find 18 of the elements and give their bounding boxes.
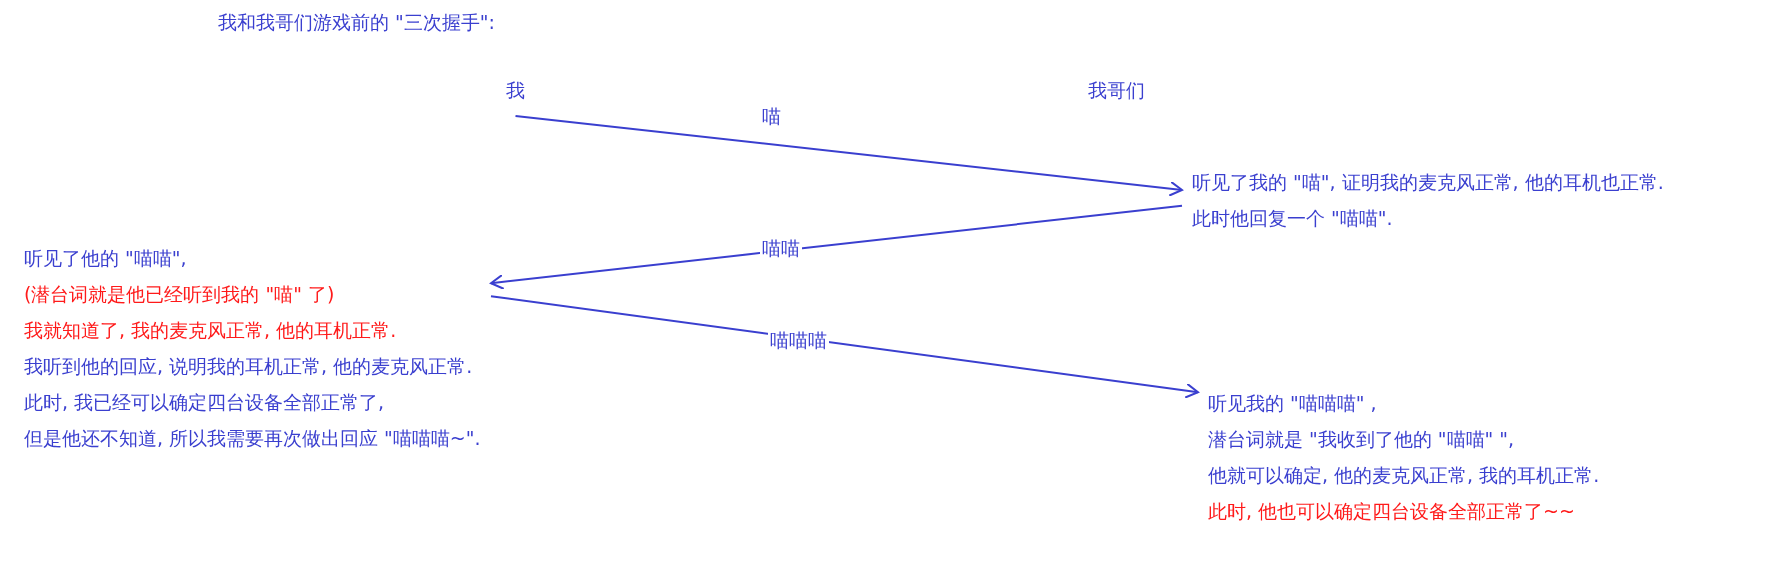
arrow — [514, 115, 1183, 197]
note-text: 听见我的 "喵喵喵" , — [1208, 391, 1378, 416]
note-text: 此时他回复一个 "喵喵". — [1192, 206, 1394, 231]
arrow — [490, 295, 1199, 399]
note-text: 听见了我的 "喵", 证明我的麦克风正常, 他的耳机也正常. — [1192, 170, 1664, 195]
participant-label: 我 — [506, 78, 525, 103]
participant-label: 我哥们 — [1088, 78, 1145, 103]
note-text: 听见了他的 "喵喵", — [24, 246, 188, 271]
note-text: 我听到他的回应, 说明我的耳机正常, 他的麦克风正常. — [24, 354, 474, 379]
note-text: (潜台词就是他已经听到我的 "喵" 了) — [24, 282, 336, 307]
arrow — [490, 204, 1183, 290]
note-text: 我就知道了, 我的麦克风正常, 他的耳机正常. — [24, 318, 398, 343]
note-text: 潜台词就是 "我收到了他的 "喵喵" ", — [1208, 427, 1516, 452]
note-text: 此时, 他也可以确定四台设备全部正常了~~ — [1208, 499, 1576, 524]
note-text: 此时, 我已经可以确定四台设备全部正常了, — [24, 390, 386, 415]
note-text: 但是他还不知道, 所以我需要再次做出回应 "喵喵喵~". — [24, 426, 481, 451]
note-text: 他就可以确定, 他的麦克风正常, 我的耳机正常. — [1208, 463, 1600, 488]
title: 我和我哥们游戏前的 "三次握手": — [218, 10, 495, 35]
